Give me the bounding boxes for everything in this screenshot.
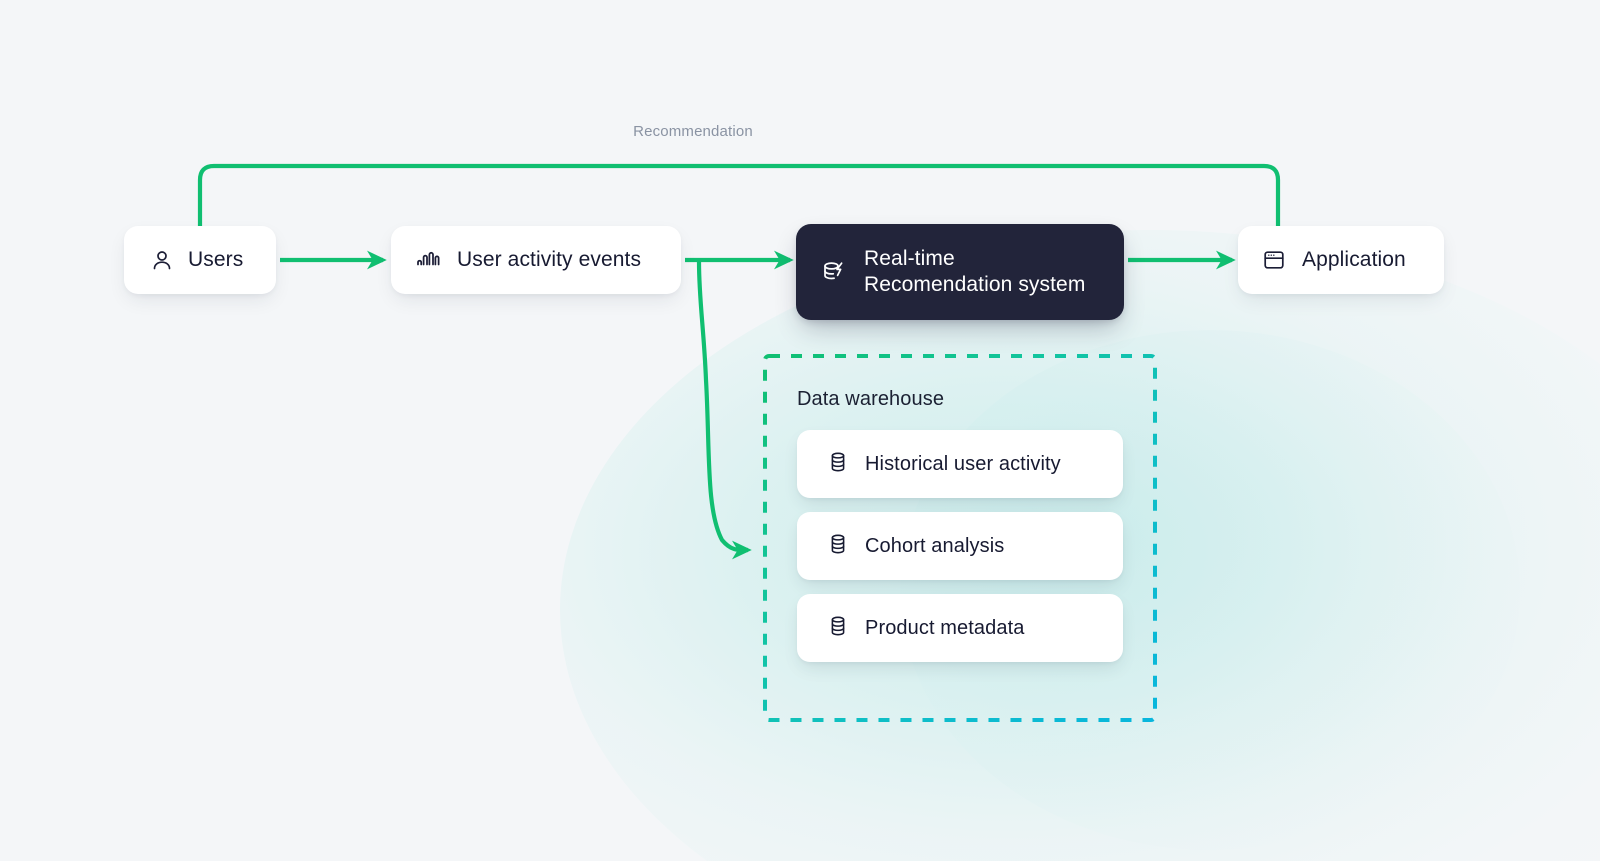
database-bolt-icon bbox=[820, 258, 848, 286]
node-users[interactable]: Users bbox=[124, 226, 276, 294]
warehouse-card-label: Historical user activity bbox=[865, 452, 1061, 475]
node-user-activity-events[interactable]: User activity events bbox=[391, 226, 681, 294]
edge-recommendation-loop bbox=[197, 163, 1281, 232]
node-events-label: User activity events bbox=[457, 248, 642, 272]
node-application[interactable]: Application bbox=[1238, 226, 1444, 294]
user-icon bbox=[150, 248, 174, 272]
data-warehouse-card-list: Historical user activity Cohort analysis bbox=[797, 430, 1123, 662]
warehouse-card-product-metadata[interactable]: Product metadata bbox=[797, 594, 1123, 662]
node-application-label: Application bbox=[1302, 248, 1406, 272]
database-icon bbox=[827, 451, 849, 478]
browser-window-icon bbox=[1262, 248, 1286, 272]
node-realtime-label: Real-time Recomendation system bbox=[864, 246, 1086, 296]
warehouse-card-label: Cohort analysis bbox=[865, 534, 1005, 557]
loop-label: Recommendation bbox=[0, 123, 1600, 140]
warehouse-card-historical-user-activity[interactable]: Historical user activity bbox=[797, 430, 1123, 498]
edge-events-to-warehouse bbox=[696, 261, 752, 560]
database-icon bbox=[827, 533, 849, 560]
activity-waveform-icon bbox=[415, 248, 441, 272]
data-warehouse-title: Data warehouse bbox=[797, 388, 945, 410]
warehouse-card-label: Product metadata bbox=[865, 616, 1025, 639]
node-realtime-recommendation-system[interactable]: Real-time Recomendation system bbox=[796, 224, 1124, 320]
warehouse-card-cohort-analysis[interactable]: Cohort analysis bbox=[797, 512, 1123, 580]
data-warehouse-group: Data warehouse Historical user activity bbox=[763, 354, 1157, 722]
loop-label-text: Recommendation bbox=[633, 123, 753, 140]
database-icon bbox=[827, 615, 849, 642]
node-users-label: Users bbox=[188, 248, 244, 272]
